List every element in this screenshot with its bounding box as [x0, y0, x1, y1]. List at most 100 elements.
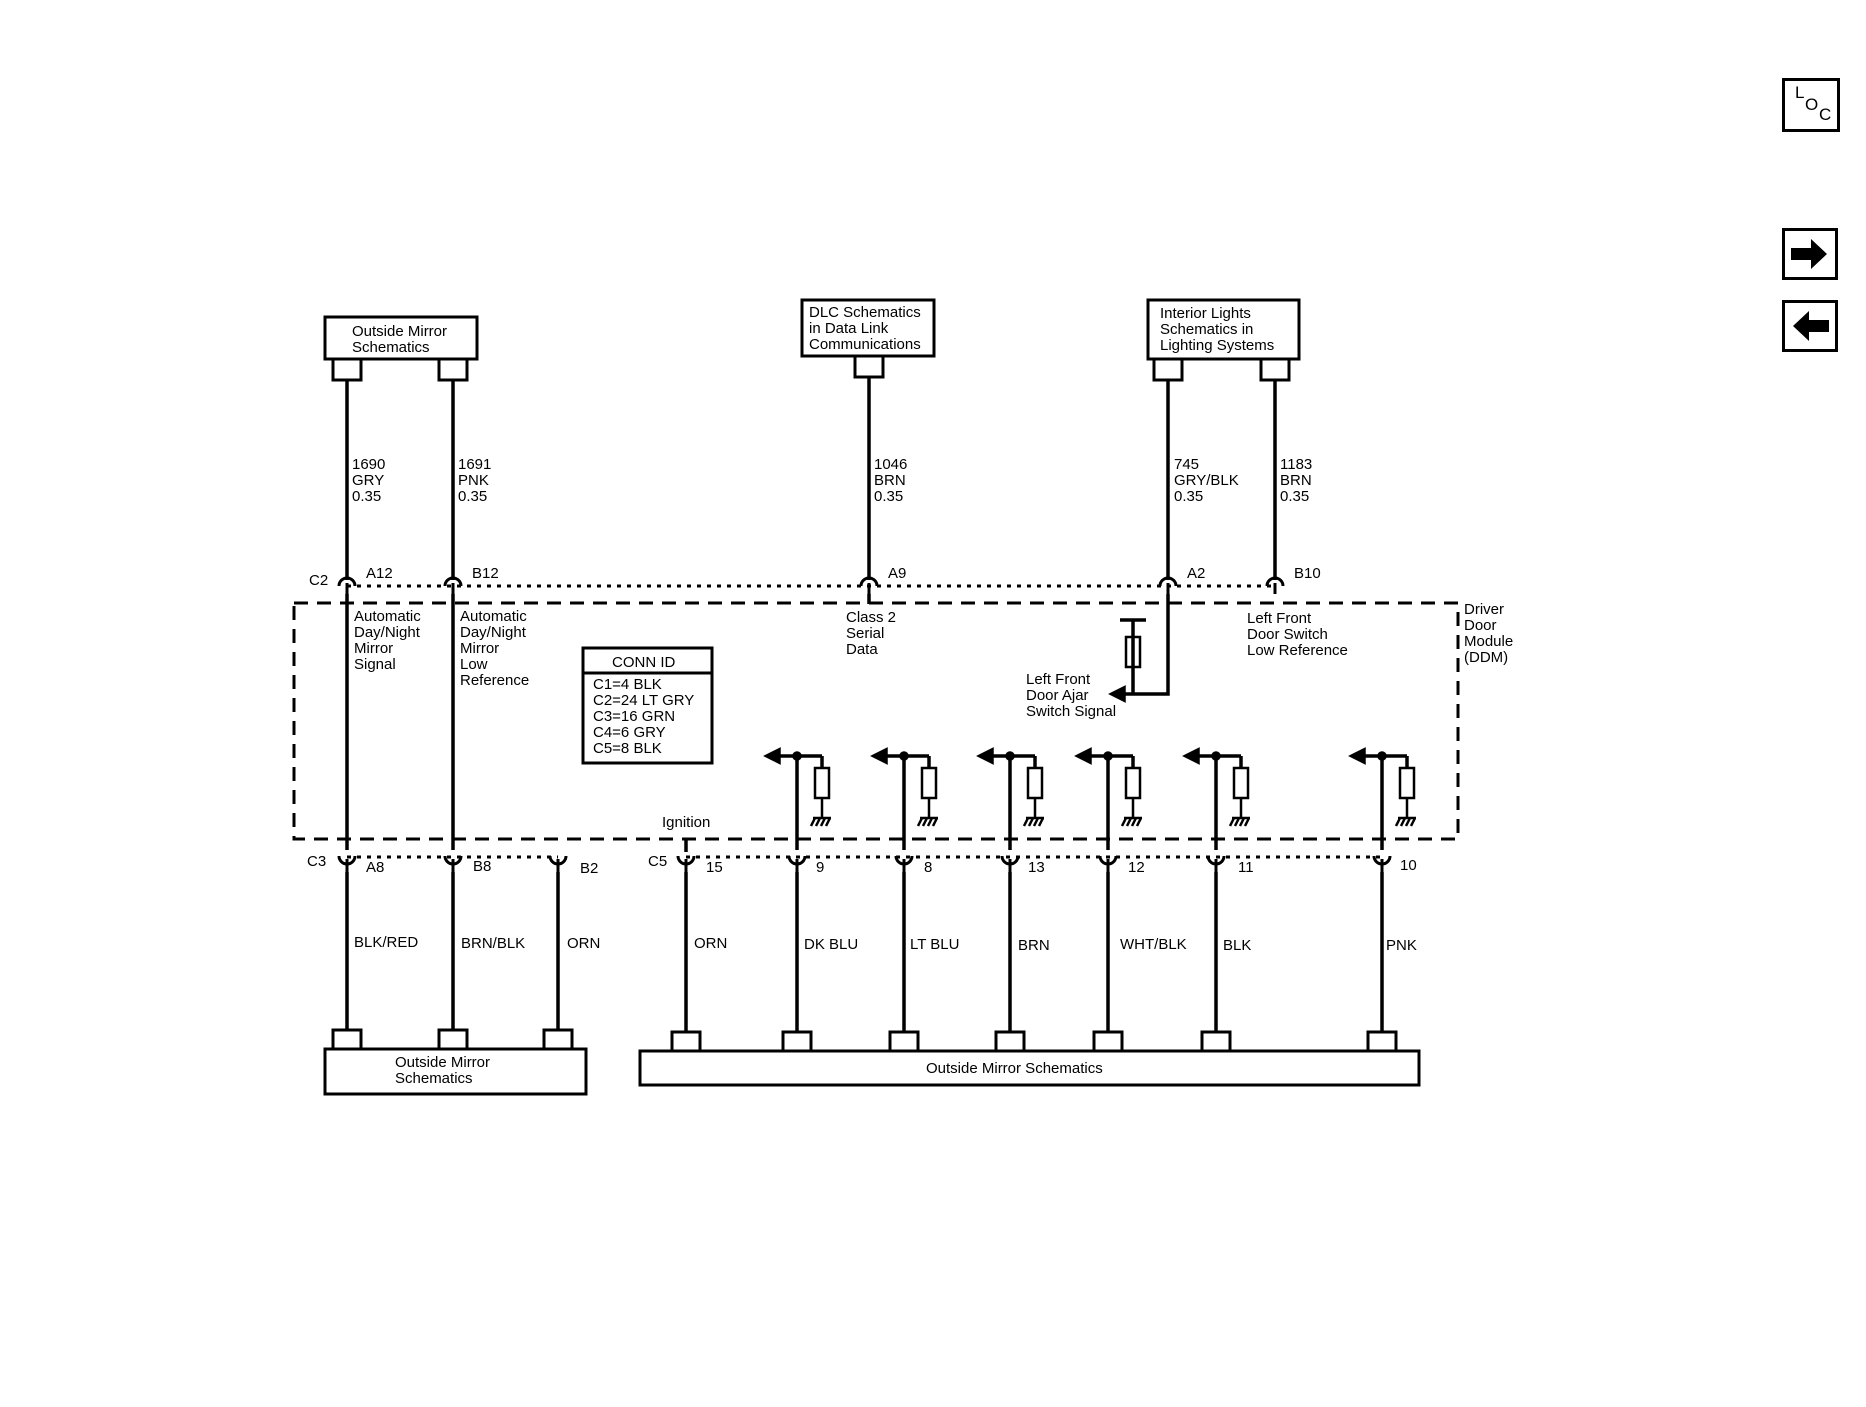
- resistor: [1124, 766, 1142, 800]
- box-terminal: [437, 1028, 469, 1048]
- resistor: [1124, 635, 1142, 669]
- pin-a12-label: A12: [366, 565, 393, 582]
- wire-orn-15-label: ORN: [694, 935, 727, 952]
- conn-id-rows: C1=4 BLK C2=24 LT GRY C3=16 GRN C4=6 GRY…: [593, 676, 698, 757]
- pin-8-label: 8: [924, 859, 932, 876]
- wire-door-ajar: [1112, 594, 1170, 696]
- box-outside-mirror-bottom-left-text: Outside Mirror Schematics: [395, 1054, 494, 1087]
- box-dlc-schematics[interactable]: [800, 298, 936, 358]
- ground-hatch: [1130, 817, 1138, 827]
- wire-brn-label: BRN: [1018, 937, 1050, 954]
- wire-745-label: 745 GRY/BLK 0.35: [1174, 456, 1243, 505]
- ground-hatch: [1032, 817, 1040, 827]
- connector-pin: [859, 576, 879, 587]
- wire-wht-blk-label: WHT/BLK: [1120, 936, 1187, 953]
- ground-hatch: [1125, 817, 1133, 827]
- arrow-head: [1108, 685, 1126, 703]
- pin-a8-label: A8: [366, 859, 384, 876]
- wire-pnk-label: PNK: [1386, 937, 1417, 954]
- wire-1183-label: 1183 BRN 0.35: [1280, 456, 1316, 505]
- ground-hatch: [921, 817, 929, 827]
- ddm-module-boundary: [292, 601, 1460, 841]
- arrow-head: [870, 747, 888, 765]
- ground-hatch: [1238, 817, 1246, 827]
- ground-hatch: [1120, 817, 1128, 827]
- wire-dk-blu-label: DK BLU: [804, 936, 858, 953]
- box-terminal: [1366, 1030, 1398, 1050]
- ground-hatch: [819, 817, 827, 827]
- ground-hatch: [931, 817, 939, 827]
- connector-c3-label: C3: [307, 853, 326, 870]
- ground-hatch: [926, 817, 934, 827]
- ground-hatch: [1233, 817, 1241, 827]
- ground-hatch: [814, 817, 822, 827]
- previous-page-arrow-icon[interactable]: [1782, 300, 1838, 352]
- ground-hatch: [824, 817, 832, 827]
- resistor: [1026, 766, 1044, 800]
- box-terminal: [1259, 360, 1291, 382]
- box-outside-mirror-bottom-right[interactable]: [638, 1049, 1421, 1087]
- box-terminal: [331, 360, 363, 382]
- wire-1046-label: 1046 BRN 0.35: [874, 456, 912, 505]
- arrow-head: [1348, 747, 1366, 765]
- resistor: [920, 766, 938, 800]
- box-outside-mirror-bottom-left[interactable]: [323, 1047, 588, 1096]
- ground-hatch: [1228, 817, 1236, 827]
- pin-a9-label: A9: [888, 565, 906, 582]
- pin-13-label: 13: [1028, 859, 1045, 876]
- resistor: [1232, 766, 1250, 800]
- box-terminal: [853, 357, 885, 379]
- connector-pin: [1158, 576, 1178, 587]
- box-outside-mirror-top[interactable]: [323, 315, 479, 361]
- connector-c5-label: C5: [648, 853, 667, 870]
- ground-hatch: [1394, 817, 1402, 827]
- resistor: [813, 766, 831, 800]
- box-terminal: [1152, 360, 1184, 382]
- arrow-head: [763, 747, 781, 765]
- conn-id-title: CONN ID: [612, 654, 676, 671]
- conn-id-box: [581, 646, 714, 765]
- ddm-module-label: Driver Door Module (DDM): [1464, 601, 1517, 666]
- box-outside-mirror-bottom-right-text: Outside Mirror Schematics: [926, 1060, 1103, 1077]
- next-page-arrow-icon[interactable]: [1782, 228, 1838, 280]
- connector-pin: [1265, 576, 1285, 587]
- resistor: [1398, 766, 1416, 800]
- pin-b10-label: B10: [1294, 565, 1321, 582]
- pin-a2-label: A2: [1187, 565, 1205, 582]
- ground-hatch: [1022, 817, 1030, 827]
- pin-12-label: 12: [1128, 859, 1145, 876]
- ground-hatch: [1409, 817, 1417, 827]
- pin-15-label: 15: [706, 859, 723, 876]
- box-interior-lights-text: Interior Lights Schematics in Lighting S…: [1160, 305, 1274, 354]
- ground-hatch: [1027, 817, 1035, 827]
- ground-hatch: [1135, 817, 1143, 827]
- signal-door-ajar: Left Front Door Ajar Switch Signal: [1026, 671, 1116, 720]
- ground-hatch: [1243, 817, 1251, 827]
- wire-orn-b2-label: ORN: [567, 935, 600, 952]
- wire-blk-red-label: BLK/RED: [354, 934, 418, 951]
- box-terminal: [1200, 1030, 1232, 1050]
- arrow-head: [1182, 747, 1200, 765]
- connector-pin: [337, 576, 357, 587]
- pin-b12-label: B12: [472, 565, 499, 582]
- box-terminal: [331, 1028, 363, 1048]
- pin-10-label: 10: [1400, 857, 1417, 874]
- box-terminal: [542, 1028, 574, 1048]
- box-interior-lights[interactable]: [1146, 298, 1301, 361]
- ground-hatch: [809, 817, 817, 827]
- box-terminal: [781, 1030, 813, 1050]
- box-terminal: [994, 1030, 1026, 1050]
- pin-b8-label: B8: [473, 858, 491, 875]
- connector-c2-label: C2: [309, 572, 328, 589]
- connector-pin: [443, 576, 463, 587]
- wire-1690-label: 1690 GRY 0.35: [352, 456, 390, 505]
- ground-hatch: [1399, 817, 1407, 827]
- location-icon[interactable]: L O C: [1782, 78, 1840, 132]
- signal-mirror-signal: Automatic Day/Night Mirror Signal: [354, 608, 425, 673]
- wire-brn-blk-label: BRN/BLK: [461, 935, 525, 952]
- wire-blk-label: BLK: [1223, 937, 1251, 954]
- loc-letter-l: L: [1795, 83, 1805, 102]
- wire-1691-label: 1691 PNK 0.35: [458, 456, 496, 505]
- ground-hatch: [1037, 817, 1045, 827]
